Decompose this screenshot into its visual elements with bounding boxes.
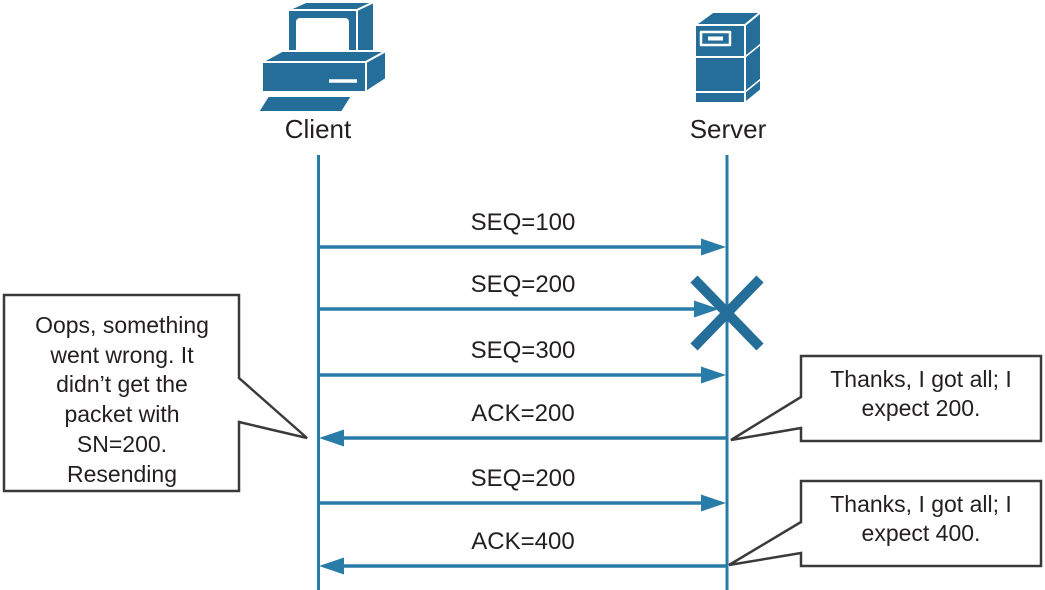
- server-drive-slot: [699, 30, 732, 47]
- client-computer-icon: [257, 1, 387, 113]
- message-label-ack-200: ACK=200: [471, 400, 575, 427]
- message-label-seq-300: SEQ=300: [470, 337, 576, 364]
- message-label-seq-200: SEQ=200: [470, 271, 576, 298]
- message-label-seq-100: SEQ=100: [470, 209, 576, 236]
- server-tower-icon: [694, 11, 762, 104]
- message-label-seq-200-resend: SEQ=200: [470, 465, 576, 492]
- arrow-seq-200-resend: [318, 494, 726, 512]
- server-callout-bubble-2: [728, 479, 1043, 568]
- server-callout-bubble-1: [730, 354, 1043, 443]
- client-label: Client: [284, 114, 352, 144]
- message-label-ack-400: ACK=400: [471, 528, 575, 555]
- arrow-ack-400: [319, 557, 727, 575]
- server-label: Server: [689, 114, 767, 144]
- packet-lost-x-icon: [690, 275, 764, 351]
- arrow-ack-200: [319, 429, 727, 447]
- arrow-seq-100: [318, 238, 726, 256]
- arrow-seq-200-lost: [318, 300, 719, 318]
- client-screen: [296, 18, 349, 56]
- client-callout-bubble: [2, 293, 308, 493]
- arrow-seq-300: [318, 366, 726, 384]
